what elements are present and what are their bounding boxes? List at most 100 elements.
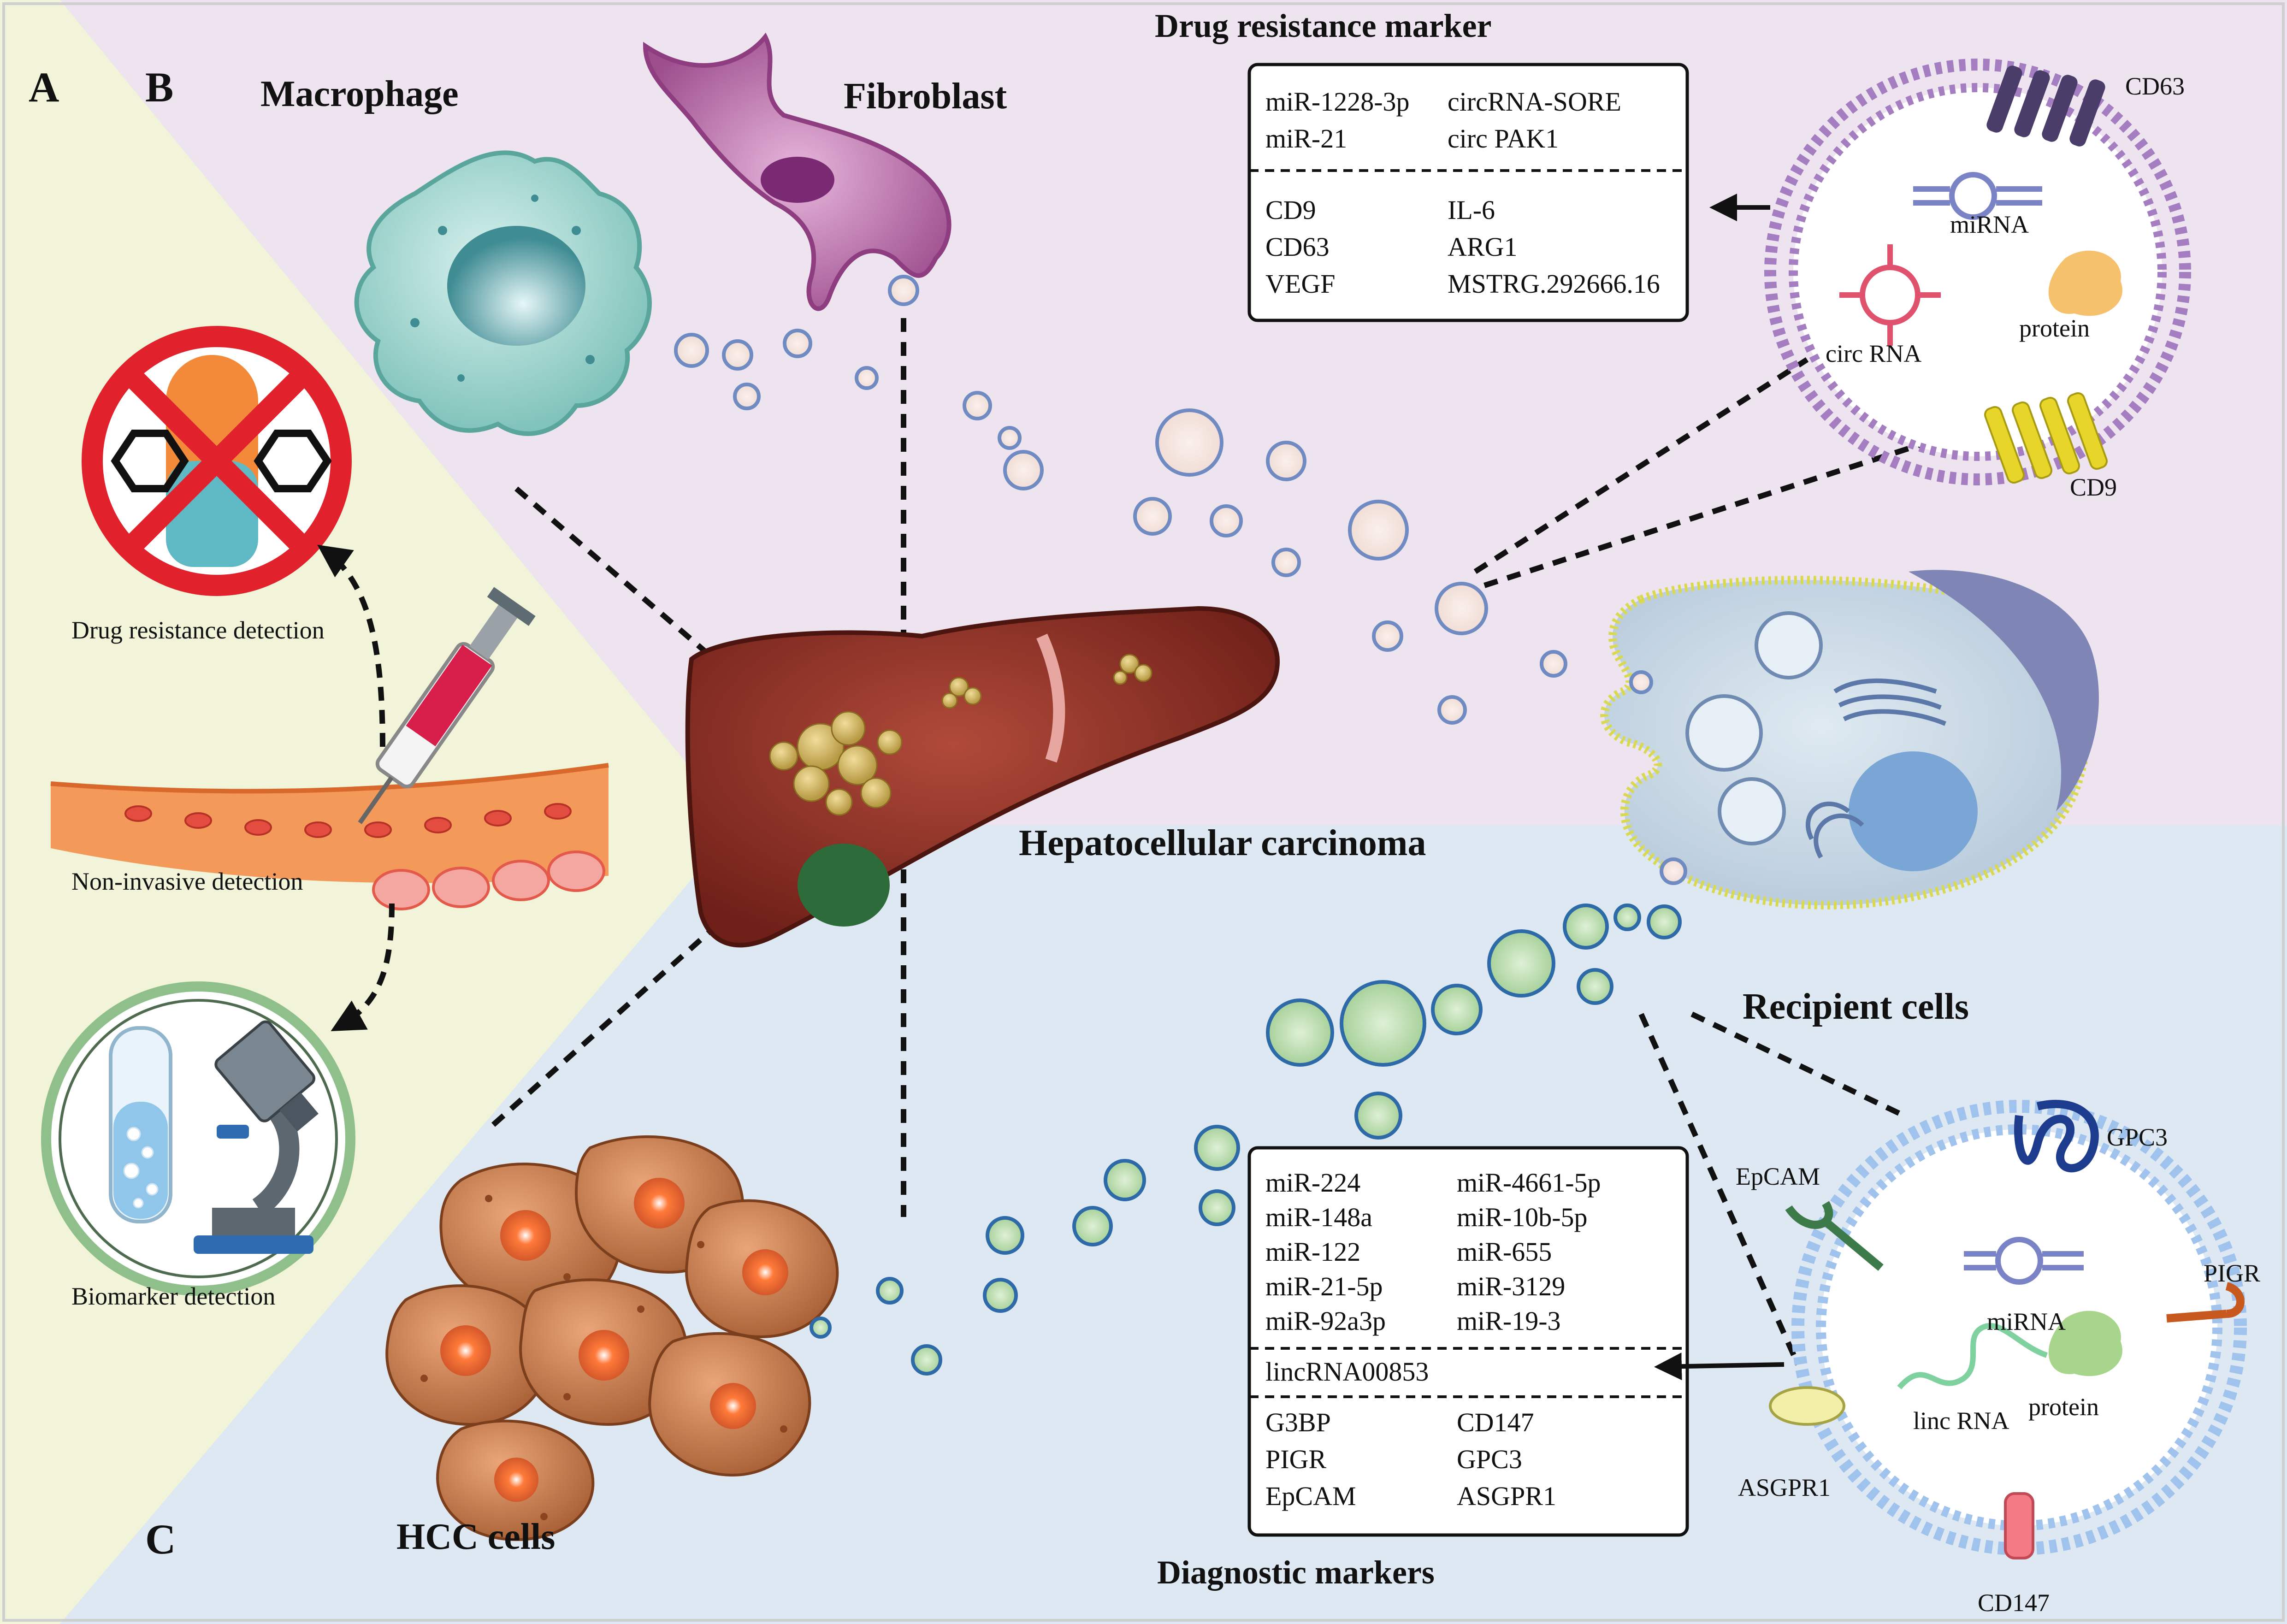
pigr-label: PIGR bbox=[2204, 1259, 2260, 1287]
vesicle bbox=[1271, 548, 1301, 577]
protein-blob-bottom-icon bbox=[2048, 1311, 2122, 1376]
lincrna-strand-icon bbox=[1897, 1323, 2048, 1389]
biomarker-detection-label: Biomarker detection bbox=[71, 1282, 275, 1310]
dr-cell-r1c1: miR-1228-3p bbox=[1265, 87, 1410, 117]
asgpr1-label: ASGPR1 bbox=[1738, 1474, 1831, 1501]
mirna-label-top: miRNA bbox=[1950, 211, 2029, 238]
drug-resistance-detection-label: Drug resistance detection bbox=[71, 616, 325, 644]
drug-resistance-marker-box bbox=[1247, 63, 1689, 322]
vesicle bbox=[963, 391, 992, 420]
protein-label-bottom: protein bbox=[2028, 1393, 2099, 1421]
cd147-label: CD147 bbox=[1978, 1589, 2050, 1617]
dr-cell-r4c1: CD63 bbox=[1265, 232, 1330, 262]
vesicle-trail-bottom bbox=[810, 904, 1682, 1376]
dx-mirna-r1c2: miR-4661-5p bbox=[1457, 1168, 1601, 1198]
vesicle bbox=[722, 339, 753, 371]
asgpr1-protein-icon bbox=[1769, 1386, 1845, 1426]
panel-letter-a: A bbox=[29, 64, 59, 111]
macrophage-label: Macrophage bbox=[260, 74, 459, 114]
dx-mirna-r4c2: miR-3129 bbox=[1457, 1271, 1565, 1301]
protein-blob-icon bbox=[2048, 250, 2122, 316]
fibroblast-cell bbox=[643, 32, 951, 311]
vesicle bbox=[1577, 968, 1613, 1005]
dx-mirna-r5c2: miR-19-3 bbox=[1457, 1306, 1561, 1336]
vesicle bbox=[911, 1344, 942, 1376]
dr-cell-r3c2: IL-6 bbox=[1448, 195, 1495, 225]
mirna-hairpin-bottom-icon bbox=[1964, 1237, 2084, 1285]
epcam-protein-icon bbox=[1785, 1201, 1884, 1271]
vesicle bbox=[1133, 497, 1172, 536]
biomarker-detection-lab bbox=[41, 981, 355, 1296]
vesicle bbox=[674, 333, 709, 368]
exosome-bottom bbox=[1769, 1099, 2247, 1559]
gpc3-protein-icon bbox=[2014, 1099, 2099, 1173]
vesicle bbox=[1613, 904, 1641, 931]
dx-lncrna: lincRNA00853 bbox=[1265, 1357, 1429, 1387]
vesicle bbox=[810, 1317, 832, 1339]
dx-mirna-r5c1: miR-92a3p bbox=[1265, 1306, 1386, 1336]
vesicle bbox=[1210, 504, 1243, 537]
workflow-arrows bbox=[317, 544, 395, 1031]
diagnostic-markers-title: Diagnostic markers bbox=[1157, 1554, 1435, 1591]
dashed-connectors bbox=[491, 318, 1928, 1366]
panel-letter-c: C bbox=[145, 1516, 176, 1563]
dr-cell-r5c2: MSTRG.292666.16 bbox=[1448, 269, 1660, 299]
vesicle-trail-top bbox=[674, 275, 1687, 885]
cd63-label: CD63 bbox=[2125, 72, 2185, 100]
non-invasive-detection-label: Non-invasive detection bbox=[71, 868, 303, 895]
dx-mirna-r4c1: miR-21-5p bbox=[1265, 1271, 1383, 1301]
pigr-protein-icon bbox=[2166, 1282, 2245, 1323]
macrophage-cell bbox=[354, 150, 652, 436]
hcc-cell-cluster bbox=[385, 1135, 839, 1541]
vesicle bbox=[1155, 408, 1223, 477]
cd63-protein-icon bbox=[1986, 65, 2105, 147]
circrna-icon bbox=[1839, 244, 1941, 346]
vesicle bbox=[1266, 998, 1334, 1067]
vesicle bbox=[1194, 1125, 1240, 1171]
prohibition-sign bbox=[82, 326, 352, 596]
liver-with-tumor bbox=[685, 606, 1280, 948]
dx-protein-r2c2: GPC3 bbox=[1457, 1444, 1522, 1474]
vesicle bbox=[1104, 1159, 1146, 1201]
vesicle bbox=[986, 1216, 1024, 1255]
diagnostic-marker-box bbox=[1247, 1146, 1689, 1537]
vesicle bbox=[855, 366, 879, 390]
dx-mirna-r2c1: miR-148a bbox=[1265, 1202, 1372, 1232]
exosome-top bbox=[1764, 59, 2191, 485]
vesicle bbox=[888, 275, 919, 306]
vesicle bbox=[1487, 929, 1555, 998]
vesicle bbox=[1629, 670, 1653, 694]
vesicle bbox=[1431, 984, 1483, 1035]
lincrna-label: linc RNA bbox=[1913, 1407, 2009, 1435]
vesicle bbox=[1435, 582, 1488, 635]
vesicle bbox=[876, 1277, 904, 1305]
gpc3-label: GPC3 bbox=[2107, 1123, 2168, 1151]
vesicle bbox=[983, 1278, 1018, 1313]
epcam-label: EpCAM bbox=[1736, 1163, 1820, 1190]
dx-mirna-r3c2: miR-655 bbox=[1457, 1237, 1552, 1267]
vesicle bbox=[1348, 500, 1409, 561]
cd147-protein-icon bbox=[2004, 1492, 2034, 1559]
circrna-label: circ RNA bbox=[1826, 340, 1921, 367]
dx-mirna-r3c1: miR-122 bbox=[1265, 1237, 1360, 1267]
mirna-hairpin-icon bbox=[1913, 172, 2042, 220]
dx-protein-r3c1: EpCAM bbox=[1265, 1481, 1356, 1511]
drug-resistance-marker-title: Drug resistance marker bbox=[1155, 7, 1491, 44]
vesicle bbox=[1354, 1092, 1402, 1140]
vesicle bbox=[1340, 980, 1426, 1067]
vesicle bbox=[998, 426, 1022, 450]
dr-cell-r5c1: VEGF bbox=[1265, 269, 1335, 299]
recipient-cells-label: Recipient cells bbox=[1743, 986, 1969, 1027]
vesicle bbox=[1003, 450, 1044, 490]
box-arrows bbox=[1654, 194, 1785, 1381]
cd9-label: CD9 bbox=[2070, 473, 2117, 501]
blood-vessel-with-syringe bbox=[50, 587, 609, 910]
vesicle bbox=[1540, 650, 1567, 678]
fibroblast-label: Fibroblast bbox=[844, 76, 1007, 117]
mirna-label-bottom: miRNA bbox=[1987, 1308, 2066, 1335]
dr-cell-r4c2: ARG1 bbox=[1448, 232, 1517, 262]
vesicle bbox=[783, 329, 812, 358]
vesicle bbox=[733, 383, 761, 410]
vesicle bbox=[1266, 441, 1306, 481]
